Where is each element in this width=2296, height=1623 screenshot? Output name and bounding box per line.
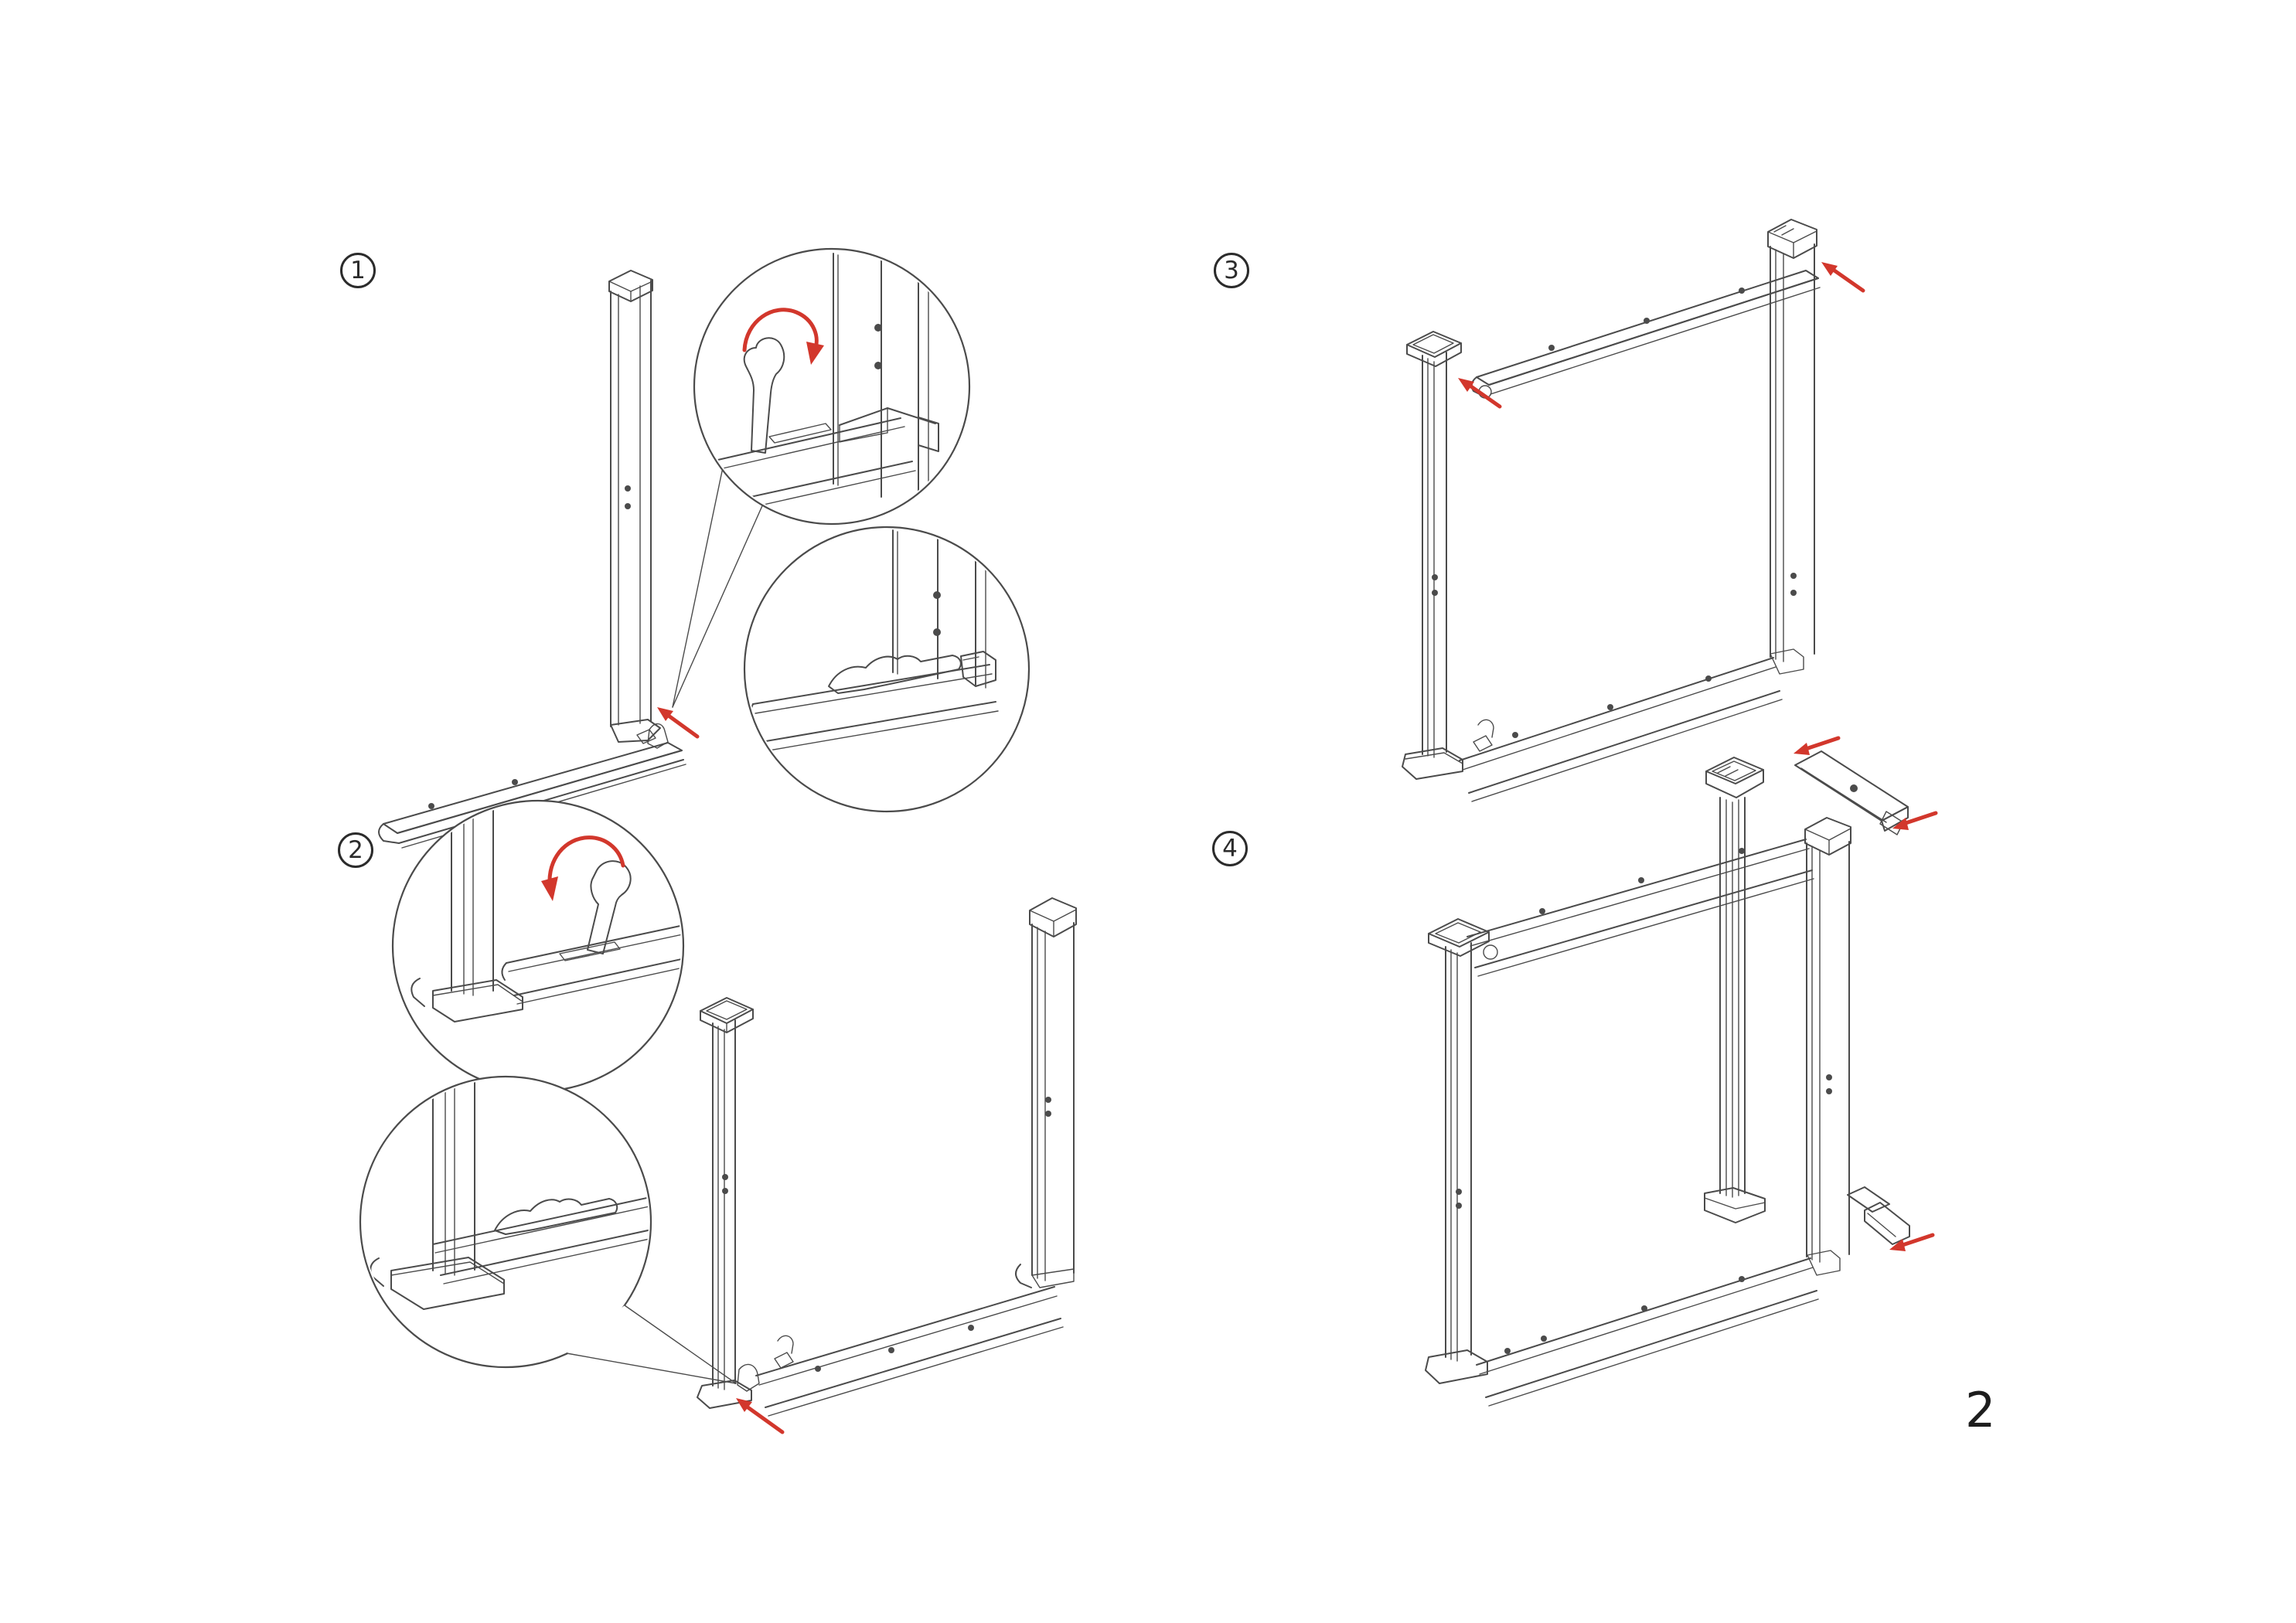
insertion-arrow-icon (657, 707, 700, 739)
callout-1-content (706, 253, 939, 515)
callout-3-content (410, 803, 681, 1022)
step-4-number: 4 (1222, 834, 1238, 863)
u-frame (1402, 219, 1817, 802)
insertion-arrow-icon (1892, 811, 1938, 830)
detail-callout-circle-locked-latch (743, 526, 1030, 813)
frame-side (755, 897, 1077, 1417)
rotate-clockwise-arrow-icon (742, 308, 824, 365)
insertion-arrow-icon (1794, 736, 1841, 755)
insertion-arrow-icon (1889, 1233, 1935, 1251)
center-column (1704, 757, 1766, 1223)
leg-column-with-top-plate (697, 997, 760, 1409)
step-2-number: 2 (348, 835, 363, 864)
rotate-counterclockwise-arrow-icon (541, 835, 625, 901)
top-crossbar (1470, 270, 1821, 399)
mounting-bracket (1794, 750, 1909, 835)
callout-tail (567, 1305, 736, 1383)
step-4-label: 4 (1212, 831, 1248, 866)
step-4-drawing (1425, 736, 1938, 1407)
step-3-drawing (1402, 219, 1865, 802)
step-3-label: 3 (1214, 253, 1249, 288)
step-1-number: 1 (350, 256, 366, 284)
callout-tail (673, 468, 764, 707)
insertion-arrow-icon (1821, 262, 1865, 293)
step-3-number: 3 (1224, 256, 1239, 284)
page-number: 2 (1965, 1382, 1996, 1438)
short-rail-piece (1847, 1186, 1910, 1245)
insertion-arrow-icon (1458, 378, 1502, 409)
leg-column (608, 270, 669, 749)
insertion-arrow-icon (736, 1398, 785, 1434)
step-1-drawing (378, 247, 1030, 849)
step-2-label: 2 (338, 832, 373, 868)
callout-4-content (370, 1079, 649, 1310)
assembled-frame (1425, 817, 1851, 1407)
detail-callout-circle-rotate-latch (391, 799, 685, 1093)
callout-2-content (748, 529, 999, 752)
step-1-label: 1 (340, 253, 376, 288)
step-2-drawing (359, 799, 1077, 1434)
